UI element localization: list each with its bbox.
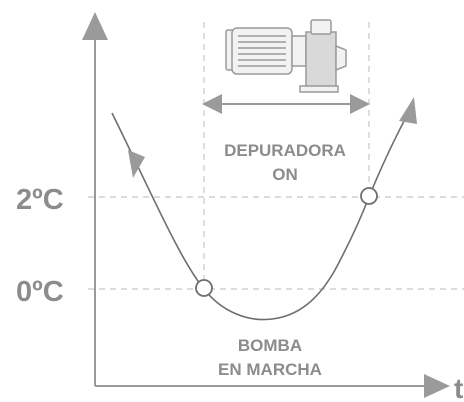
label-depuradora: DEPURADORA <box>224 141 346 160</box>
x-axis-arrow <box>424 374 450 398</box>
curve-arrow-down <box>128 150 145 178</box>
label-bomba: BOMBA <box>238 336 302 355</box>
y-axis-arrow <box>82 12 108 40</box>
duration-arrow-left <box>202 94 222 114</box>
marker-2c <box>360 187 378 205</box>
motor-pump-icon <box>225 19 347 93</box>
label-en-marcha: EN MARCHA <box>218 360 322 379</box>
marker-0c <box>195 279 213 297</box>
duration-arrow-right <box>350 94 370 114</box>
label-x-axis: t <box>454 373 463 402</box>
label-temp-high: 2ºC <box>16 184 64 216</box>
label-depuradora-on: ON <box>272 165 298 184</box>
label-temp-low: 0ºC <box>16 276 64 308</box>
curve-arrow-up <box>399 97 417 124</box>
